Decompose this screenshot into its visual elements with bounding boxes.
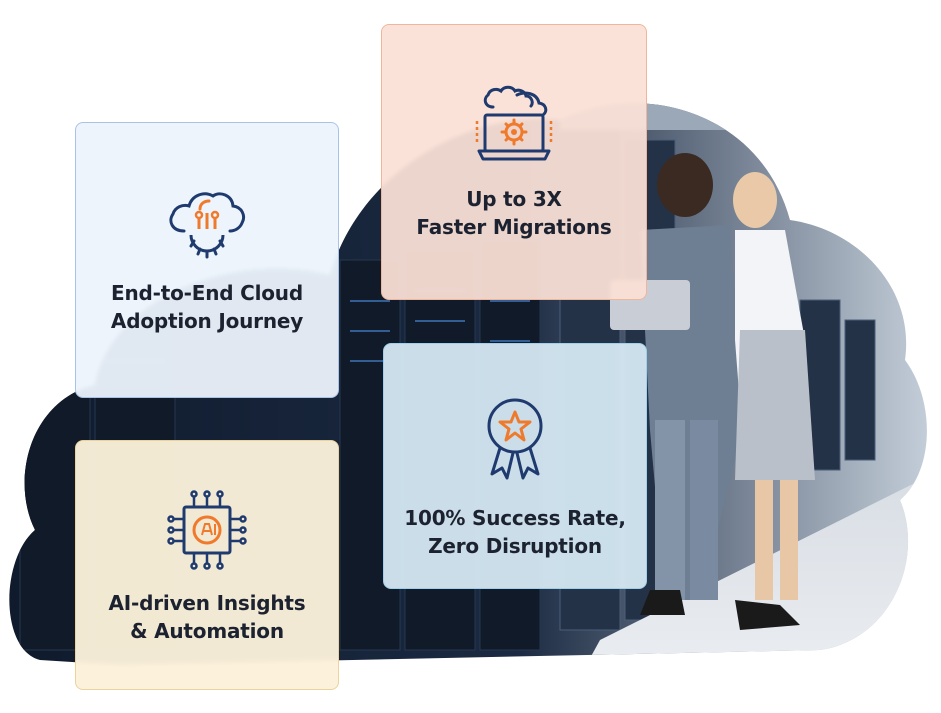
feature-card-text: Up to 3X Faster Migrations (416, 185, 611, 241)
feature-line-2: Faster Migrations (416, 215, 612, 239)
feature-card-cloud-adoption: End-to-End Cloud Adoption Journey (75, 122, 339, 398)
feature-line-1: 100% Success Rate, (404, 506, 626, 530)
award-ribbon-icon (480, 394, 550, 484)
feature-line-1: End-to-End Cloud (111, 281, 303, 305)
feature-card-text: End-to-End Cloud Adoption Journey (111, 279, 303, 335)
feature-line-2: & Automation (130, 619, 284, 643)
feature-line-2: Adoption Journey (110, 309, 304, 333)
feature-line-1: Up to 3X (466, 187, 562, 211)
feature-card-faster-migrations: Up to 3X Faster Migrations (381, 24, 647, 300)
feature-card-success-rate: 100% Success Rate, Zero Disruption (383, 343, 647, 589)
cloud-gear-icon (164, 183, 250, 265)
feature-card-text: 100% Success Rate, Zero Disruption (404, 504, 626, 560)
feature-line-1: AI-driven Insights (108, 591, 306, 615)
feature-card-ai-insights: AI-driven Insights & Automation (75, 440, 339, 690)
feature-line-2: Zero Disruption (428, 534, 602, 558)
laptop-cloud-gear-icon (471, 85, 557, 171)
feature-card-text: AI-driven Insights & Automation (109, 589, 306, 645)
ai-chip-icon (164, 489, 250, 575)
